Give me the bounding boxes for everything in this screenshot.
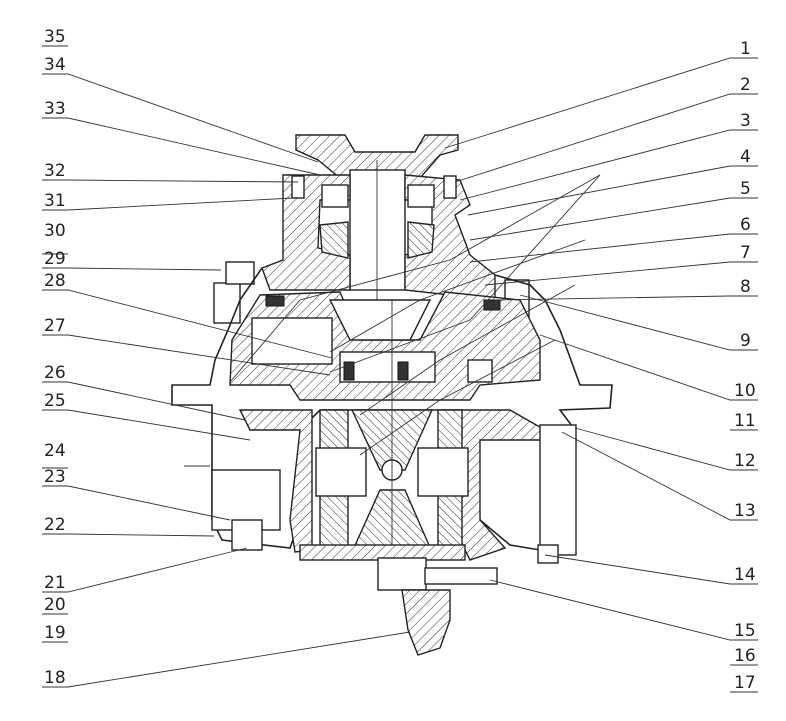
axle-bearing-right bbox=[417, 447, 469, 497]
label-7: 7 bbox=[740, 243, 751, 263]
labels-left: 35 34 33 32 31 30 29 28 27 26 25 24 23 2… bbox=[44, 27, 66, 688]
label-28: 28 bbox=[44, 271, 66, 291]
label-27: 27 bbox=[44, 316, 66, 336]
pinion-shaft bbox=[349, 169, 406, 291]
side-bolt-left bbox=[213, 282, 241, 324]
label-23: 23 bbox=[44, 467, 66, 487]
label-11: 11 bbox=[734, 411, 756, 431]
input-flange bbox=[295, 134, 459, 179]
bolt-top-right bbox=[443, 175, 457, 199]
oil-seal-left bbox=[265, 295, 285, 307]
lower-bolt bbox=[424, 567, 498, 585]
assembly-body bbox=[171, 134, 613, 656]
right-nut bbox=[537, 544, 559, 564]
label-16: 16 bbox=[734, 646, 756, 666]
label-13: 13 bbox=[734, 501, 756, 521]
labels-right: 1 2 3 4 5 6 7 8 9 10 11 12 13 14 15 16 1… bbox=[734, 39, 756, 693]
label-8: 8 bbox=[740, 277, 751, 297]
label-6: 6 bbox=[740, 215, 751, 235]
lower-shaft bbox=[377, 557, 427, 591]
label-3: 3 bbox=[740, 111, 751, 131]
label-34: 34 bbox=[44, 55, 66, 75]
oil-seal-right bbox=[483, 299, 501, 311]
label-5: 5 bbox=[740, 179, 751, 199]
label-29: 29 bbox=[44, 249, 66, 269]
label-25: 25 bbox=[44, 391, 66, 411]
label-14: 14 bbox=[734, 565, 756, 585]
label-1: 1 bbox=[740, 39, 751, 59]
label-35: 35 bbox=[44, 27, 66, 47]
label-33: 33 bbox=[44, 99, 66, 119]
label-24: 24 bbox=[44, 441, 66, 461]
differential-case-left bbox=[238, 409, 313, 553]
label-31: 31 bbox=[44, 191, 66, 211]
cross-pin-left bbox=[343, 361, 355, 381]
carrier-block bbox=[251, 317, 333, 365]
side-bolt-left-head bbox=[225, 261, 255, 285]
label-20: 20 bbox=[44, 595, 66, 615]
label-30: 30 bbox=[44, 221, 66, 241]
label-17: 17 bbox=[734, 673, 756, 693]
label-15: 15 bbox=[734, 621, 756, 641]
label-26: 26 bbox=[44, 363, 66, 383]
left-bolt-cap bbox=[231, 519, 263, 551]
bolt-top-left bbox=[291, 175, 305, 199]
right-cover bbox=[539, 424, 577, 556]
label-32: 32 bbox=[44, 161, 66, 181]
axle-bearing-left bbox=[315, 447, 367, 497]
cross-shaft bbox=[339, 351, 436, 383]
label-19: 19 bbox=[44, 623, 66, 643]
taper-bearing-left bbox=[319, 221, 349, 259]
cross-pin-right bbox=[397, 361, 409, 381]
upper-bearing-left bbox=[321, 184, 349, 208]
label-22: 22 bbox=[44, 515, 66, 535]
leader-lines-left bbox=[42, 45, 411, 688]
leader-lines-right bbox=[229, 57, 758, 693]
pinion-gear bbox=[328, 299, 432, 341]
upper-housing-left bbox=[261, 174, 351, 291]
upper-bearing-right bbox=[407, 184, 435, 208]
label-9: 9 bbox=[740, 331, 751, 351]
label-2: 2 bbox=[740, 75, 751, 95]
label-12: 12 bbox=[734, 451, 756, 471]
output-arm bbox=[401, 589, 451, 656]
taper-bearing-right bbox=[407, 221, 435, 259]
label-4: 4 bbox=[740, 147, 751, 167]
label-10: 10 bbox=[734, 381, 756, 401]
label-18: 18 bbox=[44, 668, 66, 688]
label-21: 21 bbox=[44, 573, 66, 593]
